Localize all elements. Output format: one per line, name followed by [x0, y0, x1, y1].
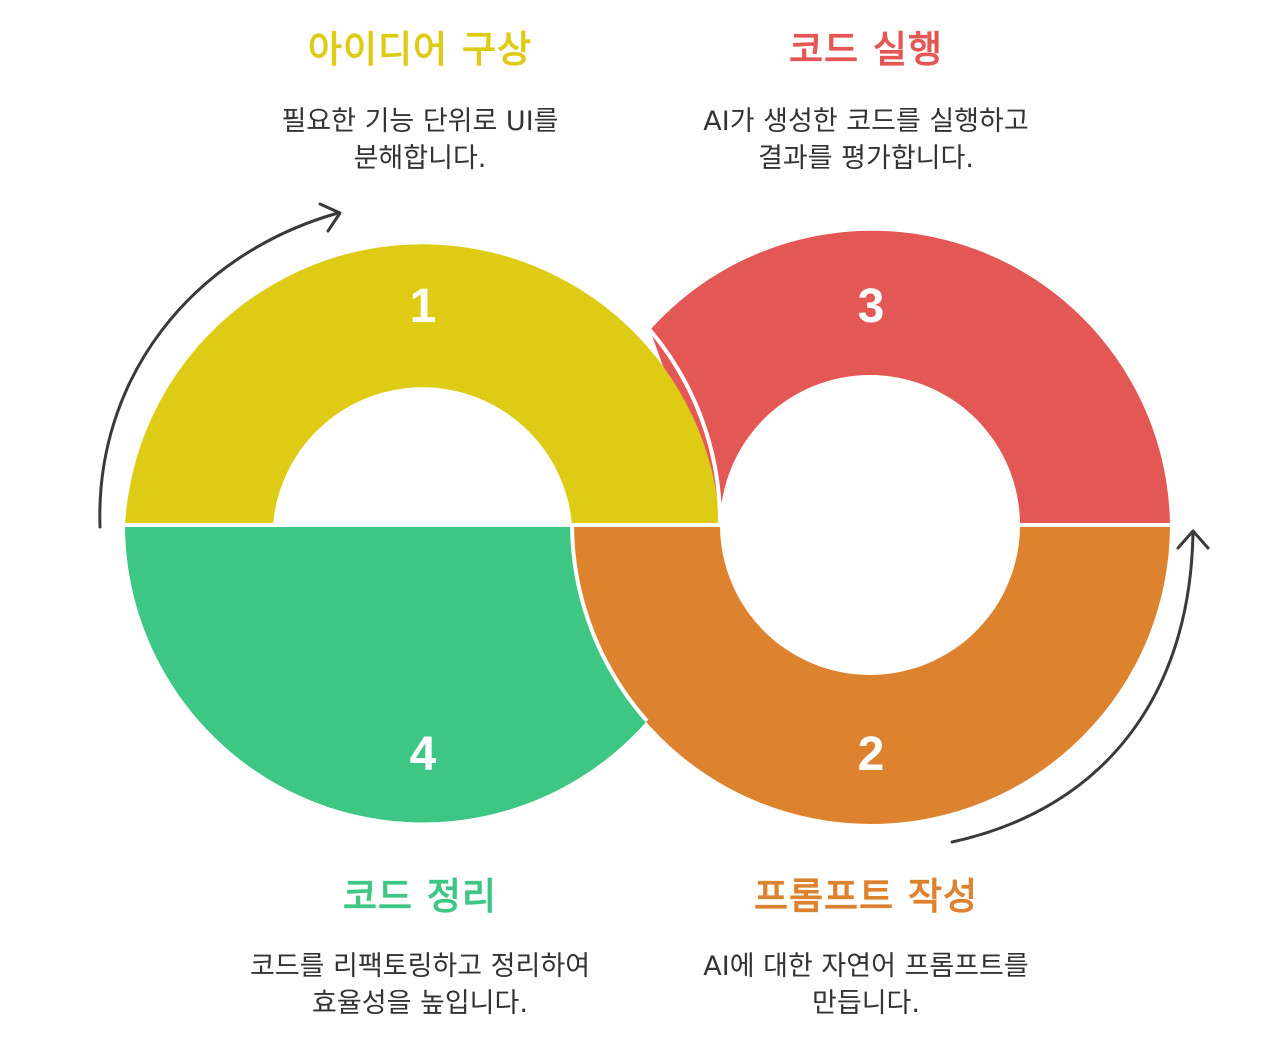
- step4-description: 코드를 리팩토링하고 정리하여 효율성을 높입니다.: [210, 948, 630, 1023]
- overlap-divider: [570, 524, 649, 723]
- step2-desc-line2: 만듭니다.: [812, 987, 920, 1019]
- step3-desc-line2: 결과를 평가합니다.: [758, 142, 974, 174]
- step1-label: 아이디어 구상 필요한 기능 단위로 UI를 분해합니다.: [210, 28, 630, 178]
- step2-desc-line1: AI에 대한 자연어 프롬프트를: [703, 950, 1029, 982]
- cycle-arrow-left: [98, 202, 342, 529]
- step1-desc-line2: 분해합니다.: [353, 142, 487, 174]
- cycle-arrow-right: [950, 529, 1210, 844]
- step4-desc-line1: 코드를 리팩토링하고 정리하여: [249, 950, 591, 982]
- step2-number: 2: [858, 728, 885, 781]
- overlap-divider: [648, 328, 723, 526]
- step4-label: 코드 정리 코드를 리팩토링하고 정리하여 효율성을 높입니다.: [210, 875, 630, 1023]
- step2-title: 프롬프트 작성: [753, 875, 979, 918]
- step1-title: 아이디어 구상: [307, 28, 533, 71]
- step3-number: 3: [858, 280, 885, 333]
- step3-title: 코드 실행: [788, 28, 944, 71]
- step3-description: AI가 생성한 코드를 실행하고 결과를 평가합니다.: [656, 103, 1076, 178]
- step2-description: AI에 대한 자연어 프롬프트를 만듭니다.: [656, 948, 1076, 1023]
- step4-desc-line2: 효율성을 높입니다.: [312, 987, 528, 1019]
- step1-description: 필요한 기능 단위로 UI를 분해합니다.: [210, 103, 630, 178]
- ring-segment-step2: [572, 525, 1170, 824]
- step3-desc-line1: AI가 생성한 코드를 실행하고: [703, 105, 1029, 137]
- step3-label: 코드 실행 AI가 생성한 코드를 실행하고 결과를 평가합니다.: [656, 28, 1076, 178]
- ring-segment-step4: [125, 525, 647, 823]
- step4-number: 4: [410, 728, 437, 781]
- step1-number: 1: [410, 280, 437, 333]
- step1-desc-line1: 필요한 기능 단위로 UI를: [281, 105, 559, 137]
- step2-label: 프롬프트 작성 AI에 대한 자연어 프롬프트를 만듭니다.: [656, 875, 1076, 1023]
- ring-segment-step1: [125, 244, 720, 525]
- ring-segment-step3: [650, 230, 1170, 526]
- step4-title: 코드 정리: [342, 875, 498, 918]
